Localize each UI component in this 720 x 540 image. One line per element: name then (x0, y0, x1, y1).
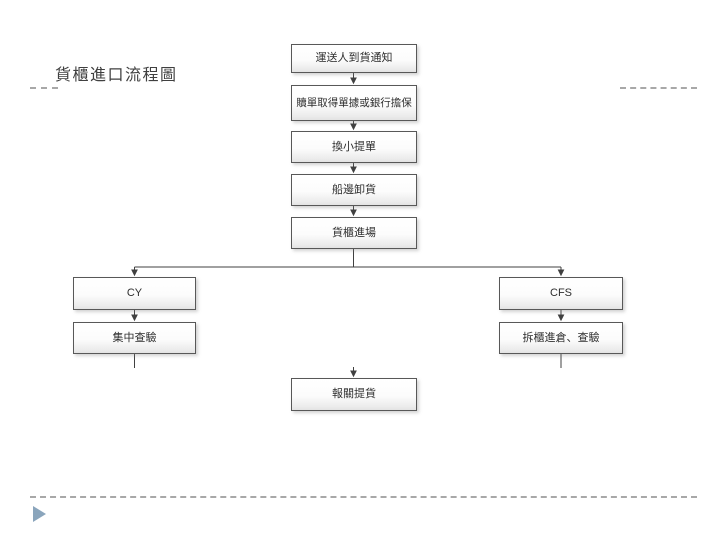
flow-node-container-gatein: 貨櫃進場 (291, 217, 417, 249)
flow-node-cfs: CFS (499, 277, 623, 310)
flow-node-arrival-notice: 運送人到貨通知 (291, 44, 417, 73)
flow-node-cy-inspection: 集中查驗 (73, 322, 196, 354)
dashed-guide-top-left (30, 87, 58, 89)
flow-node-customs-pickup: 報關提貨 (291, 378, 417, 411)
flow-node-cfs-inspection: 拆櫃進倉、查驗 (499, 322, 623, 354)
flow-node-redeem-documents: 贖單取得單據或銀行擔保 (291, 85, 417, 121)
play-triangle-icon (33, 506, 46, 522)
dashed-guide-top-right (620, 87, 697, 89)
dashed-guide-bottom (30, 496, 697, 498)
flow-node-exchange-do: 換小提單 (291, 131, 417, 163)
slide-title: 貨櫃進口流程圖 (55, 67, 178, 84)
flow-node-cy: CY (73, 277, 196, 310)
flow-node-shipside-unload: 船邊卸貨 (291, 174, 417, 206)
